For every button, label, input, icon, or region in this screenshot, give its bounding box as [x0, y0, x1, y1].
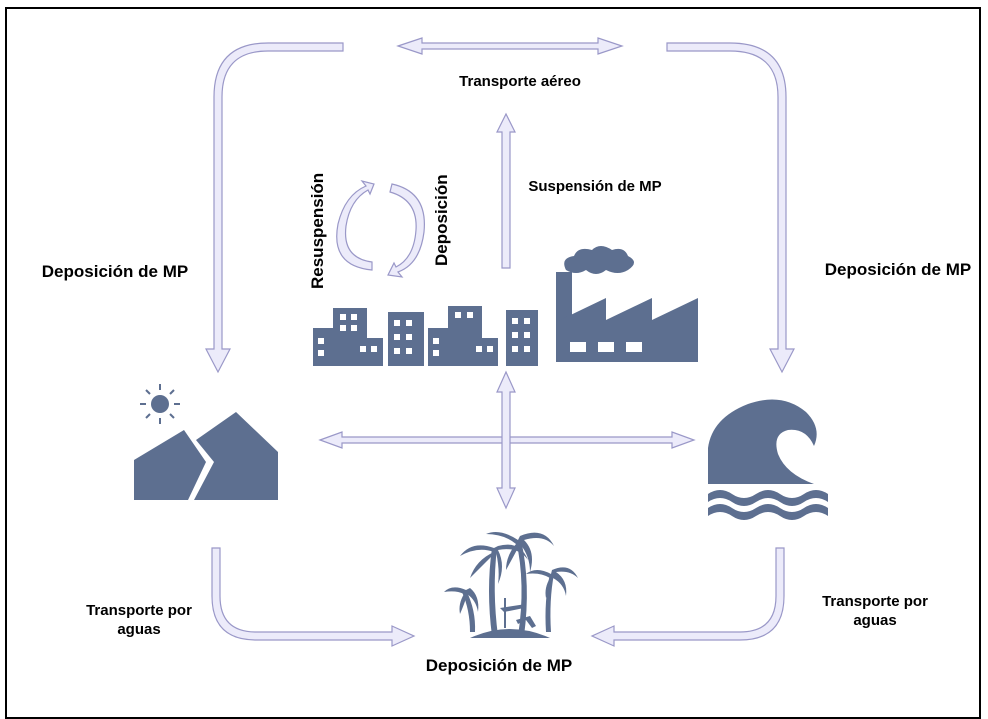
mountain-sun-icon	[134, 384, 278, 500]
factory-icon	[556, 246, 698, 362]
bottom-left-water-arrow	[211, 547, 416, 647]
ocean-wave-icon	[708, 399, 828, 520]
right-curved-arrow	[666, 42, 795, 374]
suspension-label: Suspensión de MP	[528, 178, 662, 195]
top-double-arrow	[396, 37, 624, 55]
deposition-left-label: Deposición de MP	[41, 262, 189, 281]
deposition-right-label: Deposición de MP	[824, 260, 972, 279]
palm-island-icon	[444, 532, 578, 638]
left-curved-arrow	[205, 42, 344, 374]
bottom-right-water-arrow	[590, 547, 785, 647]
suspension-up-arrow	[496, 112, 516, 269]
resuspension-label: Resuspensión	[308, 172, 327, 289]
center-vertical-arrow	[496, 370, 516, 510]
water-transport-right-label: Transporte por aguas	[822, 593, 928, 629]
city-buildings-icon	[313, 306, 538, 366]
deposition-cycle-label: Deposición	[432, 174, 451, 266]
water-transport-left-label: Transporte por aguas	[86, 602, 192, 638]
deposition-bottom-label: Deposición de MP	[425, 656, 573, 675]
air-transport-label: Transporte aéreo	[459, 73, 581, 90]
deposition-cycle-arrow	[387, 183, 425, 278]
resuspension-cycle-arrow	[336, 179, 375, 271]
